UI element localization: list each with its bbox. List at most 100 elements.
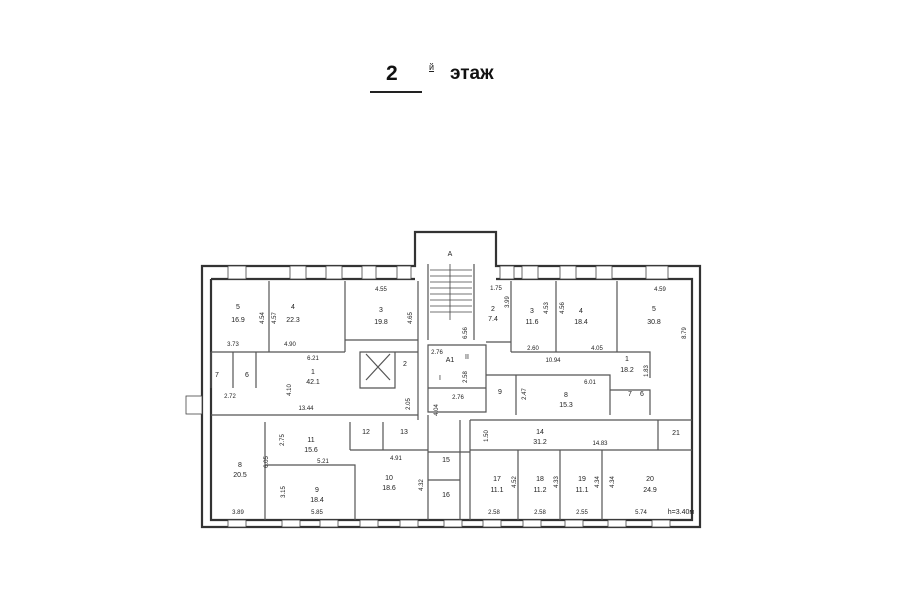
dimension: 1.75 — [490, 286, 502, 292]
room-area: 15.3 — [559, 402, 573, 409]
dimension: 4.05 — [591, 346, 603, 352]
room-number: 18 — [536, 476, 544, 483]
dimension: 3.99 — [505, 296, 511, 308]
dimension: 5.21 — [317, 459, 329, 465]
room-area: 11.2 — [533, 487, 546, 494]
room-number: 14 — [536, 429, 544, 436]
room-number: 5 — [236, 304, 240, 311]
windows — [185, 265, 671, 528]
stair-label-a: A — [448, 251, 453, 258]
room-number: 11 — [307, 437, 314, 444]
dimension: 2.55 — [576, 510, 588, 516]
room-area: 42.1 — [306, 379, 320, 386]
ceiling-height-note: h=3.40м — [668, 509, 695, 516]
dimension: 5.85 — [311, 510, 323, 516]
room-area: 7.4 — [488, 316, 498, 323]
floor-title: 2 й этаж — [368, 60, 508, 100]
floor-number: 2 — [386, 62, 398, 85]
dimension: 5.74 — [635, 510, 647, 516]
dimension: 2.58 — [534, 510, 546, 516]
room-number: 6 — [640, 391, 644, 398]
dimension: 4.34 — [610, 476, 616, 488]
room-number: 10 — [385, 475, 393, 482]
room-number: 7 — [628, 391, 632, 398]
floor-number-underline — [370, 91, 422, 93]
dimension: 6.01 — [584, 380, 596, 386]
room-area: 18.2 — [620, 367, 634, 374]
room-number: 12 — [362, 429, 370, 436]
dimension: 6.05 — [264, 456, 270, 468]
dimension: 6.21 — [307, 356, 319, 362]
room-number: 19 — [578, 476, 586, 483]
dimension: 2.60 — [527, 346, 539, 352]
dimension: 3.89 — [232, 510, 244, 516]
dimension: 4.34 — [595, 476, 601, 488]
stair-label-a1: A1 — [446, 357, 455, 364]
dimension: 4.10 — [287, 384, 293, 396]
dimension: 1.50 — [484, 430, 490, 442]
room-area: 15.6 — [304, 447, 318, 454]
room-number: 21 — [672, 430, 680, 437]
dimension: 4.32 — [419, 479, 425, 491]
dimension: 2.05 — [406, 398, 412, 410]
dimension-labels: 4.54 4.57 4.55 4.65 3.73 4.90 6.21 4.10 … — [224, 286, 688, 516]
room-number: 8 — [564, 392, 568, 399]
dimension: 2.76 — [452, 395, 464, 401]
floor-suffix: й — [429, 62, 435, 72]
dimension: 4.53 — [544, 302, 550, 314]
room-number: 13 — [400, 429, 408, 436]
dimension: 4.55 — [375, 287, 387, 293]
room-number: 9 — [498, 389, 502, 396]
room-number: 1 — [311, 369, 315, 376]
room-area: 31.2 — [533, 439, 547, 446]
dimension: 1.83 — [644, 365, 650, 377]
room-number: 5 — [652, 306, 656, 313]
room-number: 9 — [315, 487, 319, 494]
dimension: 3.15 — [281, 486, 287, 498]
dimension: 2.58 — [463, 371, 469, 383]
room-area: 20.5 — [233, 472, 247, 479]
dimension: 2.76 — [431, 350, 443, 356]
room-area: 16.9 — [231, 317, 245, 324]
room-number: 3 — [530, 308, 534, 315]
dimension: 4.52 — [512, 476, 518, 488]
dimension: 2.72 — [224, 394, 236, 400]
room-labels: 516.9 422.3 319.8 142.1 7 6 2 27.4 311.6… — [215, 304, 680, 504]
dimension: 4.90 — [284, 342, 296, 348]
room-number: 2 — [491, 306, 495, 313]
dimension: 2.58 — [488, 510, 500, 516]
room-number: 15 — [442, 457, 450, 464]
dimension: 4.33 — [554, 476, 560, 488]
room-number: 1 — [625, 356, 629, 363]
room-number: 4 — [291, 304, 295, 311]
room-area: 24.9 — [643, 487, 657, 494]
room-number: 7 — [215, 372, 219, 379]
dimension: 13.44 — [298, 406, 314, 412]
room-area: 18.6 — [382, 485, 396, 492]
walls — [185, 230, 702, 529]
room-number: 6 — [245, 372, 249, 379]
room-number: 3 — [379, 307, 383, 314]
room-area: 18.4 — [574, 319, 588, 326]
dimension: 4.04 — [434, 404, 440, 416]
room-area: 30.8 — [647, 319, 661, 326]
dimension: 2.75 — [280, 434, 286, 446]
stair-label-i: I — [439, 375, 441, 382]
dimension: 4.91 — [390, 456, 402, 462]
stair-label-ii: II — [465, 354, 469, 361]
room-number: 8 — [238, 462, 242, 469]
room-area: 11.1 — [575, 487, 588, 494]
room-number: 16 — [442, 492, 450, 499]
room-area: 19.8 — [374, 319, 388, 326]
dimension: 8.79 — [682, 327, 688, 339]
room-number: 4 — [579, 308, 583, 315]
dimension: 6.56 — [463, 327, 469, 339]
dimension: 10.94 — [545, 358, 561, 364]
dimension: 4.65 — [408, 312, 414, 324]
room-area: 11.6 — [525, 319, 538, 326]
dimension: 4.57 — [272, 312, 278, 324]
dimension: 4.54 — [260, 312, 266, 324]
dimension: 2.47 — [522, 388, 528, 400]
floor-word: этаж — [450, 63, 494, 84]
